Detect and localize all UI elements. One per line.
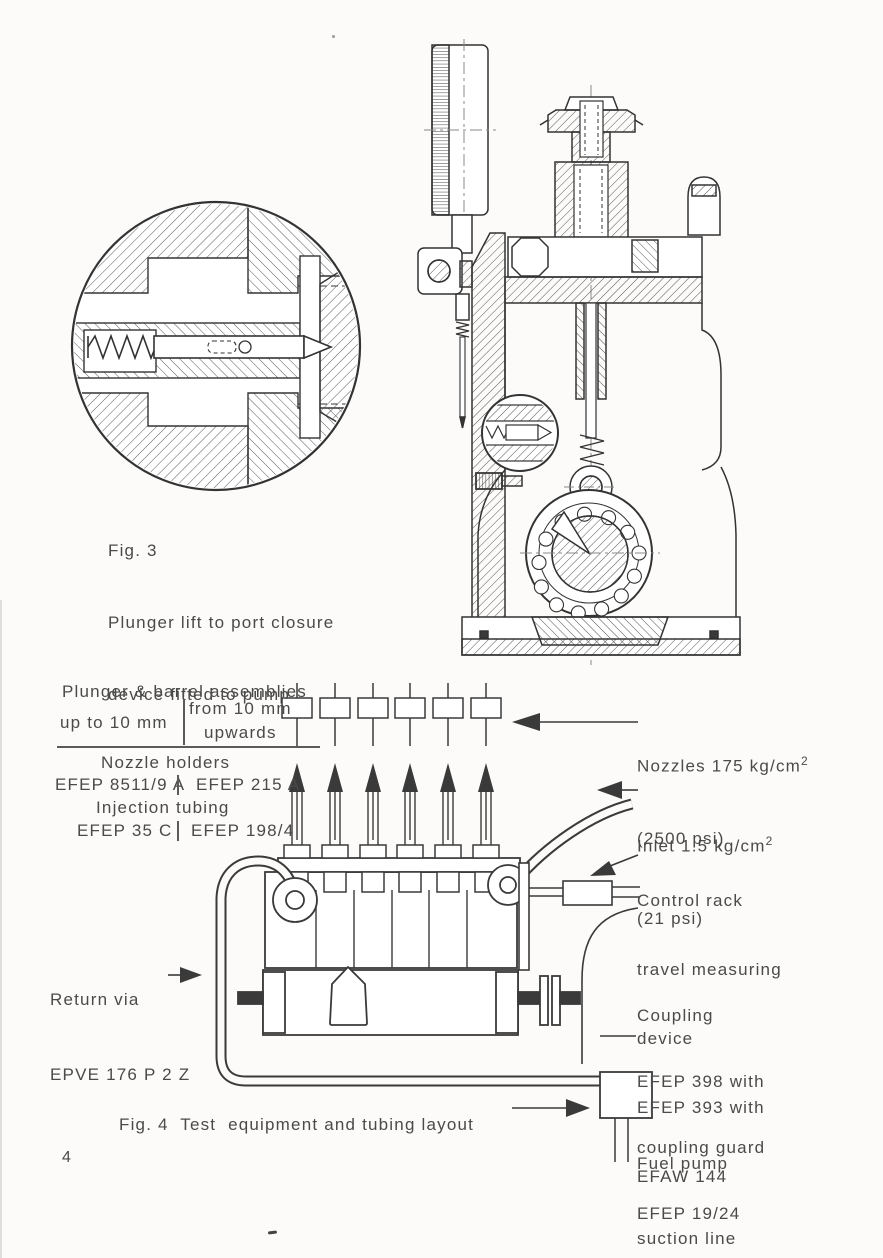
injection-lines (283, 763, 500, 893)
nozzle-holders-left: EFEP 8511/9 A (55, 775, 186, 794)
injection-tubing-title: Injection tubing (96, 798, 230, 817)
plunger-barrel (575, 302, 607, 466)
table-horizontal-rule (57, 746, 320, 748)
label-nozzles: Nozzles 175 kg/cm2 (2500 psi) (637, 701, 808, 899)
injection-tubing-left: EFEP 35 C (77, 821, 173, 840)
nozzles-leader-arrow (512, 713, 638, 731)
label-nozzles-psi: (2500 psi) (637, 828, 725, 848)
pump-cross-section-drawing (417, 39, 741, 665)
nozzle-symbols (281, 683, 502, 746)
return-pipe (215, 855, 600, 1087)
nozzle-holders-title: Nozzle holders (101, 753, 231, 772)
fuel-filter-box (599, 1071, 653, 1119)
control-rack-device (518, 862, 640, 971)
return-leader-arrow (168, 967, 202, 983)
side-adjust-screw (475, 472, 523, 490)
table-vertical-rule-2 (177, 775, 179, 795)
inlet-leader-arrow (597, 781, 638, 799)
coupling-guard-curve (581, 907, 639, 1064)
scan-speck-bottom (267, 1230, 278, 1235)
label-coupling: Coupling EFEP 398 with coupling guard EF… (637, 1006, 766, 1223)
table-vertical-rule-1 (183, 699, 185, 745)
inlet-superscript: 2 (765, 834, 773, 848)
camshaft-stub-right (517, 991, 543, 1005)
pump-cambox (262, 965, 519, 1036)
coupling (539, 975, 581, 1026)
page-number: 4 (62, 1149, 73, 1166)
banjo-fitting-right (487, 864, 529, 906)
fig3-caption-line1: Plunger lift to port closure (108, 613, 335, 632)
camshaft-bearing (520, 489, 660, 621)
spray-arrows (289, 763, 494, 792)
suction-flow-arrow (512, 1099, 590, 1117)
inlet-pipe (511, 798, 634, 885)
banjo-fitting-left (272, 877, 318, 923)
test-layout-diagram (168, 683, 653, 1162)
breather-cap (687, 176, 721, 236)
camshaft-stub-left (237, 991, 264, 1005)
fig4-caption: Fig. 4 Test equipment and tubing layout (119, 1115, 475, 1134)
port-closure-detail-circle (481, 394, 559, 472)
control-rack-leader-arrow (590, 854, 639, 876)
parts-table-col-right-1: from 10 mm (189, 699, 292, 718)
dial-indicator (417, 39, 496, 429)
label-control-rack: Control rack travel measuring device EFE… (637, 891, 782, 1186)
suction-lines (614, 1118, 629, 1162)
label-return: Return via EPVE 176 P 2 Z (50, 990, 191, 1084)
label-inlet: Inlet 1.5 kg/cm2 (21 psi) (637, 781, 772, 979)
scan-speck-top (332, 35, 335, 38)
fig3-caption: Fig. 3 Plunger lift to port closure devi… (108, 491, 334, 755)
scan-edge-left (0, 600, 2, 1258)
hex-nut (511, 237, 549, 277)
parts-table-col-right-2: upwards (204, 723, 277, 742)
parts-table-col-left: up to 10 mm (60, 713, 168, 732)
injection-rail (277, 857, 521, 873)
table-vertical-rule-3 (177, 821, 179, 841)
delivery-valve-holder (539, 96, 644, 241)
nozzle-holders-right: EFEP 215 A (196, 775, 301, 794)
injection-tubing-right: EFEP 198/4 (191, 821, 295, 840)
label-inlet-psi: (21 psi) (637, 908, 704, 928)
fig3-detail-drawing (70, 200, 362, 492)
parts-table-title: Plunger & barrel assemblies (62, 682, 307, 701)
nozzles-superscript: 2 (801, 754, 808, 768)
label-fuel-pump: Fuel pump suction line (637, 1154, 737, 1248)
inspection-cover (329, 965, 368, 1026)
fig3-caption-title: Fig. 3 (108, 541, 158, 560)
fig3-caption-line2: device fitted to pump (108, 685, 291, 704)
